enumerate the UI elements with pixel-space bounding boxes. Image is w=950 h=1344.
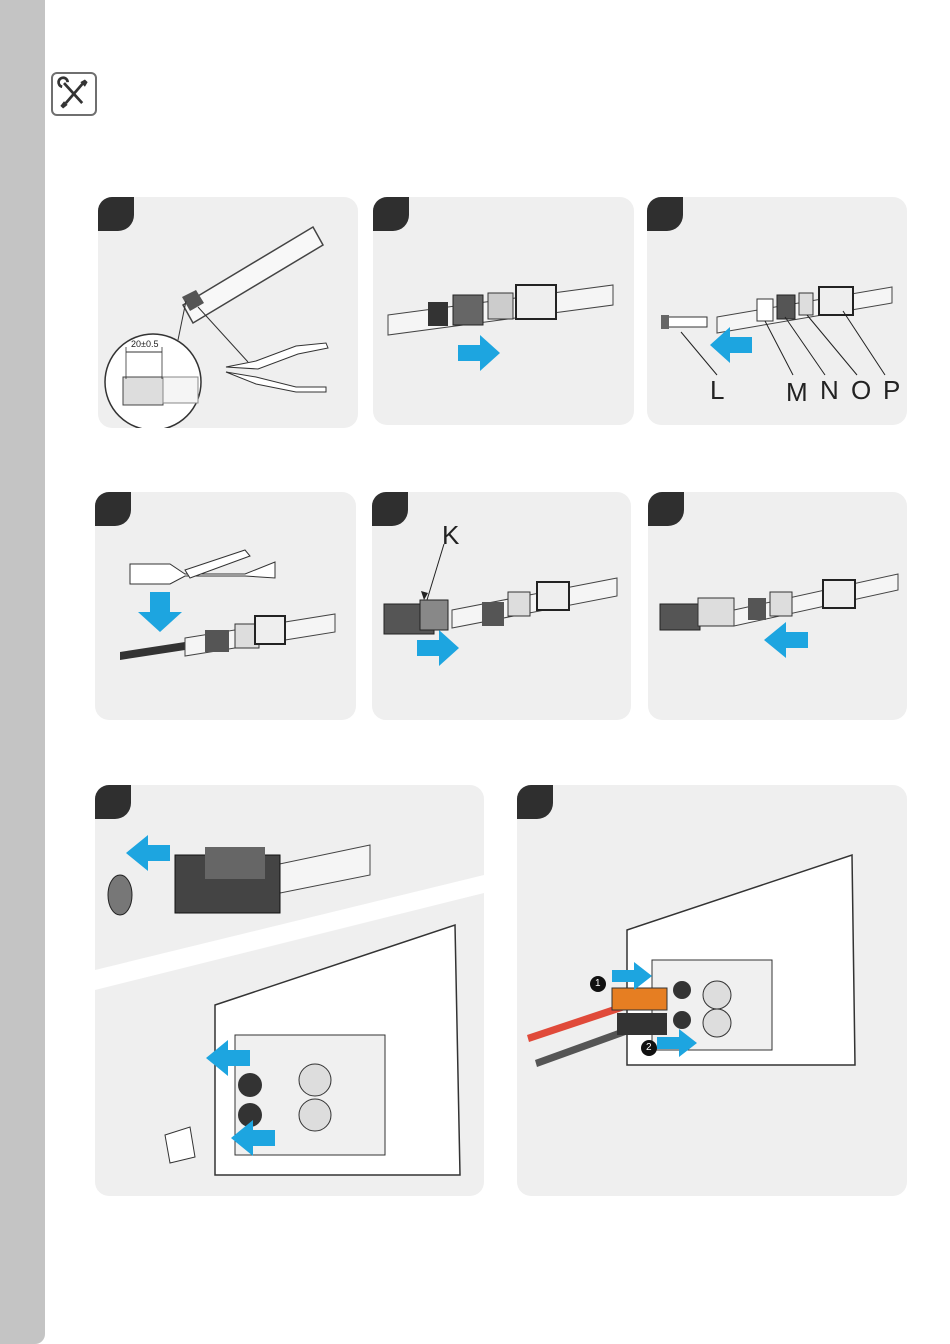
step-panel-crimp: [95, 492, 356, 720]
step-panel-plug-in: 1 2: [517, 785, 907, 1196]
part-label-p: P: [883, 377, 900, 403]
part-label-n: N: [820, 377, 839, 403]
crimp-illustration: [95, 492, 356, 720]
step-panel-strip-cable: 20±0.5: [98, 197, 358, 428]
part-label-k: K: [442, 522, 459, 548]
part-label-o: O: [851, 377, 871, 403]
step-panel-connect: K: [372, 492, 631, 720]
step-marker-1: 1: [595, 979, 601, 989]
strip-length-label: 20±0.5: [131, 340, 158, 349]
insert-cable-illustration: [373, 197, 634, 425]
connect-illustration: [372, 492, 631, 720]
step-panel-tighten: [648, 492, 907, 720]
strip-cable-illustration: [98, 197, 358, 428]
tools-icon: [51, 72, 97, 116]
plug-in-illustration: [517, 785, 907, 1196]
remove-caps-illustration: [95, 785, 484, 1196]
step-panel-parts: L M N O P: [647, 197, 907, 425]
step-marker-2: 2: [646, 1043, 652, 1053]
tighten-illustration: [648, 492, 907, 720]
part-label-m: M: [786, 379, 808, 405]
part-label-l: L: [710, 377, 724, 403]
side-bar: [0, 0, 45, 1344]
step-panel-remove-caps: [95, 785, 484, 1196]
step-panel-insert-cable: [373, 197, 634, 425]
